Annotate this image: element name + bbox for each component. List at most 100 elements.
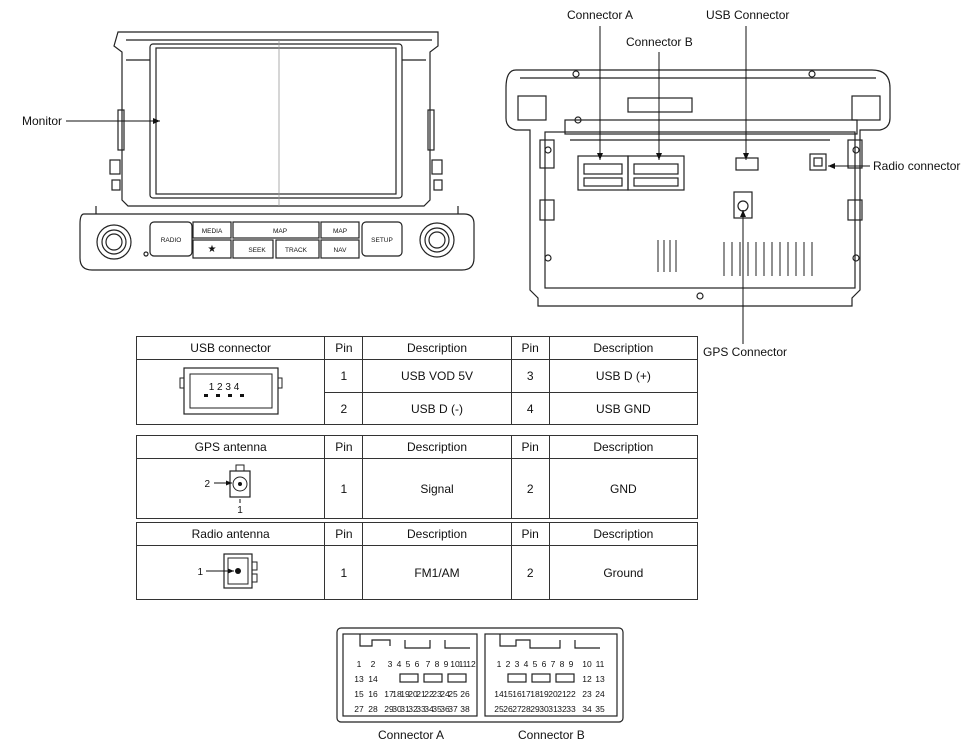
usb-connector-table: USB connector Pin Description Pin Descri… [135,336,699,425]
pin-label: 17 [384,689,394,699]
pin-label: 27 [354,704,364,714]
pin-label: 30 [392,704,402,714]
pin-header: Pin [510,435,550,459]
pin-label: 8 [435,659,440,669]
radio-icon-pin-1: 1 [197,567,203,578]
table-title: GPS antenna [135,435,326,459]
pin-label: 7 [551,659,556,669]
pin-label: 6 [415,659,420,669]
pin-label: 31 [548,704,558,714]
pin-label: 33 [416,704,426,714]
description-cell: USB D (+) [548,359,699,393]
front-head-unit [79,31,475,271]
pin-label: 3 [515,659,520,669]
pin-header: Pin [324,435,364,459]
pin-label: 34 [582,704,592,714]
table-title: USB connector [135,336,326,360]
pin-label: 18 [530,689,540,699]
pin-label: 1 [357,659,362,669]
pin-label: 33 [566,704,576,714]
description-cell: USB VOD 5V [362,359,512,393]
pin-label: 2 [506,659,511,669]
pin-label: 32 [557,704,567,714]
monitor-callout-label: Monitor [22,114,63,128]
pin-label: 25 [448,689,458,699]
description-header: Description [362,336,512,360]
gps-connector-icon: 2 1 [204,464,251,516]
pin-cell: 2 [510,545,550,600]
pin-label: 13 [595,674,605,684]
pin-label: 29 [530,704,540,714]
pin-label: 35 [432,704,442,714]
description-header: Description [548,336,699,360]
track-button-label: TRACK [285,247,308,254]
gps-connector-icon-cell: 2 1 [135,458,326,519]
pin-label: 23 [432,689,442,699]
pin-label: 21 [557,689,567,699]
gps-icon-pin-2: 2 [204,479,210,490]
pin-label: 28 [368,704,378,714]
gps-connector-callout-label: GPS Connector [703,345,788,359]
pin-label: 3 [388,659,393,669]
radio-connector-callout-label: Radio connector [873,159,961,173]
pin-label: 21 [416,689,426,699]
pin-label: 22 [424,689,434,699]
pin-label: 17 [521,689,531,699]
pin-label: 29 [384,704,394,714]
pin-label: 26 [503,704,513,714]
front-panel-labels: RADIO MEDIA ★ MAP SEEK TRACK MAP NAV SET… [161,228,393,255]
pin-label: 8 [560,659,565,669]
pin-label: 37 [448,704,458,714]
pin-label: 24 [595,689,605,699]
pin-label: 11 [596,659,605,669]
radio-connector-icon-cell: 1 [135,545,326,600]
pin-label: 19 [400,689,410,699]
description-cell: Ground [548,545,699,600]
pin-header: Pin [324,336,364,360]
pin-label: 7 [426,659,431,669]
pin-label: 2 [371,659,376,669]
pin-label: 26 [460,689,470,699]
pin-label: 10 [450,659,460,669]
description-cell: USB D (-) [362,392,512,425]
gps-antenna-table: GPS antenna Pin Description Pin Descript… [135,435,699,519]
pin-label: 5 [406,659,411,669]
pin-label: 36 [440,704,450,714]
pin-label: 19 [539,689,549,699]
seek-button-label: SEEK [248,247,266,254]
gps-icon-pin-1: 1 [237,505,243,515]
pin-label: 16 [368,689,378,699]
pin-label: 14 [494,689,504,699]
description-header: Description [362,435,512,459]
pin-label: 4 [524,659,529,669]
pin-label: 10 [582,659,592,669]
star-button-label: ★ [208,244,217,255]
usb-connector-icon: 1 2 3 4 [179,366,283,415]
radio-connector-icon: 1 [197,553,258,589]
connector-face [336,627,624,723]
pin-label: 12 [582,674,592,684]
pin-header: Pin [510,336,550,360]
pin-label: 9 [569,659,574,669]
pin-label: 5 [533,659,538,669]
pin-label: 4 [397,659,402,669]
pin-label: 34 [424,704,434,714]
pin-cell: 2 [324,392,364,425]
pin-label: 22 [566,689,576,699]
pin-label: 30 [539,704,549,714]
pin-label: 13 [354,674,364,684]
connector-b-callout-label: Connector B [626,35,693,49]
pin-label: 27 [512,704,522,714]
pin-label: 16 [512,689,522,699]
description-cell: FM1/AM [362,545,512,600]
pin-label: 1 [497,659,502,669]
pin-cell: 1 [324,545,364,600]
pin-cell: 1 [324,359,364,393]
description-cell: USB GND [548,392,699,425]
table-title: Radio antenna [135,522,326,546]
usb-connector-icon-cell: 1 2 3 4 [135,359,326,425]
connector-a-label: Connector A [378,728,445,742]
sd-map-button-label: MAP [273,228,287,235]
description-cell: Signal [362,458,512,519]
